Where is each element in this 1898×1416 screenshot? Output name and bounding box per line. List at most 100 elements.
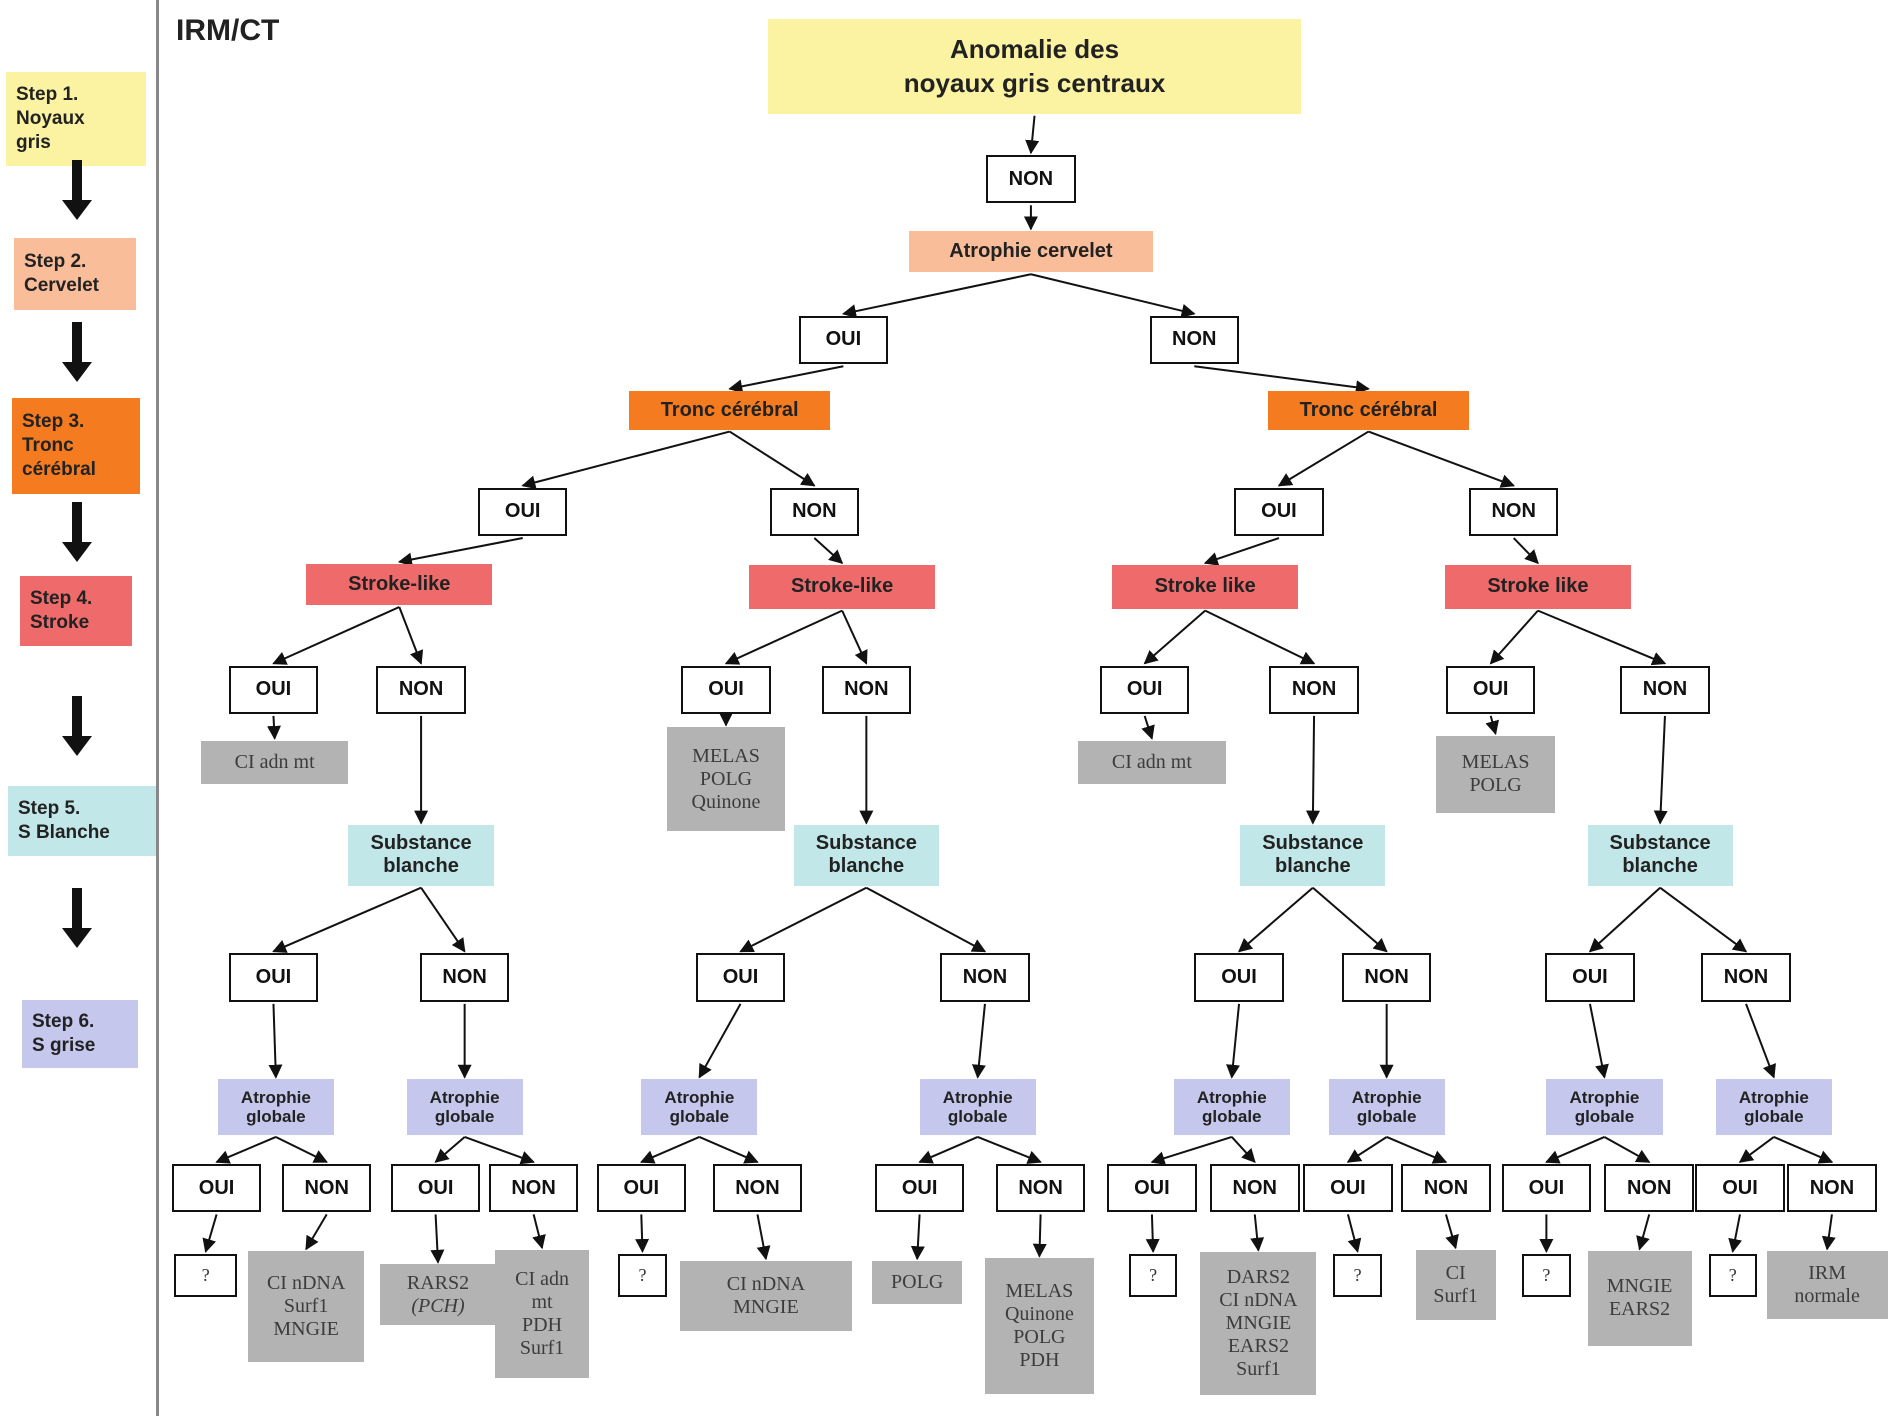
connector-arrow xyxy=(398,606,424,665)
decision-s4-non: NON xyxy=(1620,665,1710,714)
connector-arrow xyxy=(1226,1003,1241,1079)
decision-a6-non: NON xyxy=(1401,1164,1491,1213)
step-1-noyaux: Step 1. Noyaux gris xyxy=(6,72,146,166)
connector-arrow xyxy=(1237,886,1314,953)
decision-oui-L: OUI xyxy=(798,315,889,365)
connector-arrow xyxy=(1545,1136,1605,1164)
connector-arrow xyxy=(1444,1214,1459,1250)
connector-arrow xyxy=(698,1136,759,1164)
category-ag-8: Atrophie globale xyxy=(1715,1079,1832,1135)
unknown-result-6: ? xyxy=(1708,1253,1757,1298)
connector-arrow xyxy=(640,1136,700,1164)
connector-arrow xyxy=(842,273,1032,319)
connector-arrow xyxy=(1030,273,1196,318)
category-ag-1: Atrophie globale xyxy=(217,1079,334,1135)
decision-b3-oui: OUI xyxy=(1194,953,1284,1002)
connector-arrow xyxy=(1588,1003,1609,1079)
connector-arrow xyxy=(971,1003,986,1079)
connector-arrow xyxy=(397,537,523,567)
diagram-title: IRM/CT xyxy=(176,14,280,47)
connector-arrow xyxy=(698,1003,742,1079)
connector-arrow xyxy=(1821,1214,1836,1251)
decision-b1-oui: OUI xyxy=(228,953,319,1002)
connector-arrow xyxy=(464,1136,535,1165)
connector-arrow xyxy=(268,1003,283,1079)
decision-non-RR: NON xyxy=(1468,487,1559,537)
connector-arrow xyxy=(910,1214,925,1261)
connector-arrow xyxy=(1025,115,1040,155)
connector-arrow xyxy=(729,430,816,487)
connector-arrow xyxy=(865,886,987,953)
decision-b4-non: NON xyxy=(1701,953,1791,1002)
category-tronc-L: Tronc cérébral xyxy=(629,390,831,430)
result-box-r-s1: CI adn mt xyxy=(200,740,349,785)
connector-arrow xyxy=(1250,1214,1265,1252)
decision-b4-oui: OUI xyxy=(1545,953,1635,1002)
decision-a7-oui: OUI xyxy=(1501,1164,1592,1213)
category-ag-6: Atrophie globale xyxy=(1328,1079,1445,1135)
connector-arrow xyxy=(1659,886,1748,953)
connector-arrow xyxy=(724,609,843,665)
step-arrow-3-icon xyxy=(62,502,92,562)
decision-a2-non: NON xyxy=(488,1164,579,1213)
decision-a3-oui: OUI xyxy=(596,1164,687,1213)
result-box-res-4: CI nDNA MNGIE xyxy=(680,1260,852,1331)
result-box-r-s2: MELAS POLG Quinone xyxy=(666,727,786,832)
connector-arrow xyxy=(1194,365,1370,395)
connector-arrow xyxy=(1485,715,1500,736)
connector-arrow xyxy=(977,1136,1042,1164)
step-4-stroke: Step 4. Stroke xyxy=(20,576,132,646)
decision-b2-oui: OUI xyxy=(695,953,786,1002)
category-sb-1: Substance blanche xyxy=(348,825,494,886)
step-2-cervelet: Step 2. Cervelet xyxy=(14,238,136,310)
root-node: Anomalie des noyaux gris centraux xyxy=(768,19,1301,114)
connector-arrow xyxy=(1204,609,1316,665)
result-box-res-8: CI Surf1 xyxy=(1415,1249,1496,1321)
category-stroke-3: Stroke like xyxy=(1111,565,1299,609)
connector-arrow xyxy=(434,1136,466,1163)
decision-a5-oui: OUI xyxy=(1107,1164,1197,1213)
result-label-italic: (PCH) xyxy=(411,1294,465,1317)
connector-arrow xyxy=(1368,430,1516,488)
decision-a1-non: NON xyxy=(281,1164,372,1213)
category-ag-7: Atrophie globale xyxy=(1546,1079,1663,1135)
result-box-res-3: CI adn mt PDH Surf1 xyxy=(494,1249,590,1379)
connector-arrow xyxy=(1537,609,1667,666)
category-stroke-4: Stroke like xyxy=(1444,565,1632,609)
connector-arrow xyxy=(1653,715,1668,825)
decision-a8-oui: OUI xyxy=(1695,1164,1785,1213)
step-arrow-2-icon xyxy=(62,322,92,382)
category-atrophie-cervelet: Atrophie cervelet xyxy=(908,231,1154,273)
decision-a6-oui: OUI xyxy=(1303,1164,1393,1213)
step-6-grise: Step 6. S grise xyxy=(22,1000,138,1068)
connector-arrow xyxy=(1738,1136,1775,1163)
connector-arrow xyxy=(1203,537,1280,566)
connector-arrow xyxy=(1745,1003,1776,1079)
decision-b3-non: NON xyxy=(1341,953,1432,1002)
decision-s1-oui: OUI xyxy=(228,665,319,714)
connector-arrow xyxy=(215,1136,277,1164)
connector-arrow xyxy=(739,886,867,953)
connector-arrow xyxy=(841,610,868,665)
category-ag-5: Atrophie globale xyxy=(1173,1079,1290,1135)
decision-a4-oui: OUI xyxy=(874,1164,965,1213)
connector-arrow xyxy=(635,1214,650,1253)
step-3-tronc: Step 3. Tronc cérébral xyxy=(12,398,140,494)
connector-arrow xyxy=(420,887,466,953)
result-box-res-10: IRM normale xyxy=(1766,1251,1888,1319)
result-box-res-6: MELAS Quinone POLG PDH xyxy=(984,1258,1094,1394)
connector-arrow xyxy=(1588,886,1661,953)
connector-arrow xyxy=(1346,1214,1362,1253)
connector-arrow xyxy=(430,1214,445,1264)
decision-a1-oui: OUI xyxy=(171,1164,262,1213)
connector-arrow xyxy=(1032,1214,1047,1258)
result-label: RARS2 xyxy=(406,1271,470,1294)
step-5-blanche: Step 5. S Blanche xyxy=(8,786,156,856)
connector-arrow xyxy=(1277,430,1370,487)
step-arrow-1-icon xyxy=(62,160,92,220)
decision-oui-LL: OUI xyxy=(477,487,568,537)
category-stroke-1: Stroke-like xyxy=(306,563,493,605)
decision-s2-oui: OUI xyxy=(681,665,771,714)
decision-b1-non: NON xyxy=(419,953,510,1002)
decision-s2-non: NON xyxy=(821,665,912,714)
